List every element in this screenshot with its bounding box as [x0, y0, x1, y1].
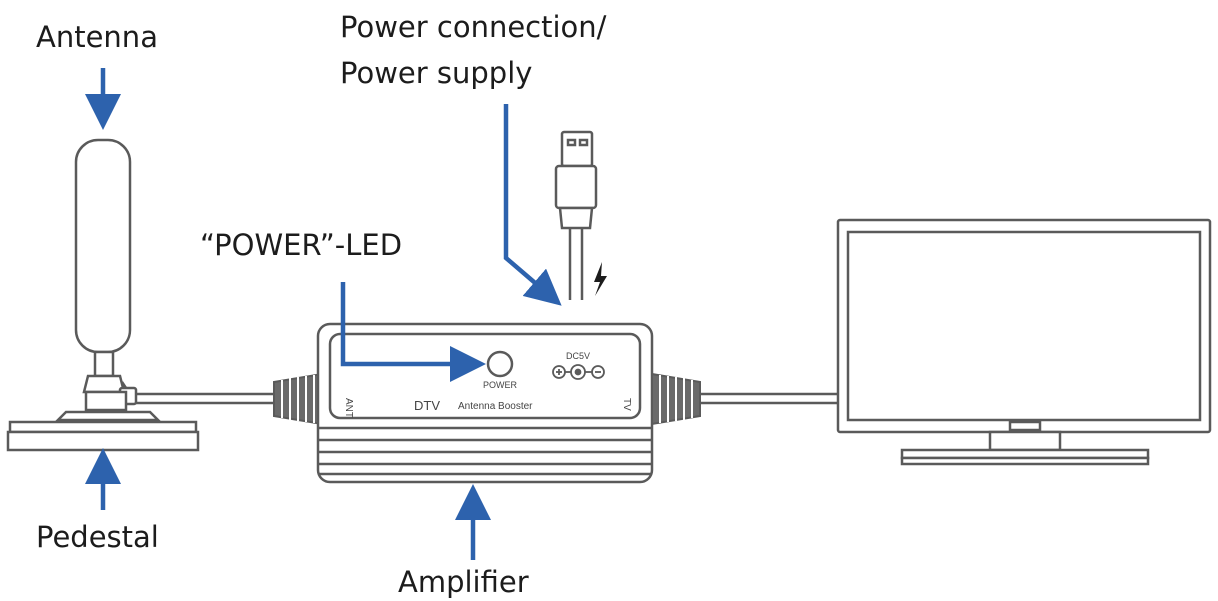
power-connection-arrow [503, 104, 562, 306]
pedestal-label: Pedestal [36, 520, 159, 554]
ant-marking: ANT [343, 398, 354, 418]
callout-arrows [85, 68, 562, 560]
dc-jack-symbol [552, 364, 605, 380]
usb-plug-icon [554, 130, 598, 300]
antenna-booster-marking: Antenna Booster [458, 401, 533, 412]
antenna-label: Antenna [36, 20, 158, 54]
tv [836, 218, 1212, 466]
coax-cable-left [136, 392, 274, 405]
power-led-arrow [340, 282, 486, 382]
power-marking: POWER [483, 380, 518, 390]
pedestal [6, 390, 200, 452]
tv-marking: TV [621, 398, 632, 411]
antenna [74, 138, 138, 406]
amplifier-label: Amplifier [398, 565, 529, 599]
power-connection-label-line1: Power connection/ [340, 10, 607, 44]
power-connection-label-line2: Power supply [340, 56, 533, 90]
power-led-label: “POWER”-LED [200, 228, 403, 262]
power-led [486, 350, 514, 378]
strain-relief-right [651, 372, 701, 426]
dtv-marking: DTV [414, 398, 440, 413]
strain-relief-left [273, 372, 323, 426]
coax-cable-right [700, 392, 840, 405]
dc-marking: DC5V [566, 351, 590, 361]
lightning-icon [594, 262, 607, 296]
